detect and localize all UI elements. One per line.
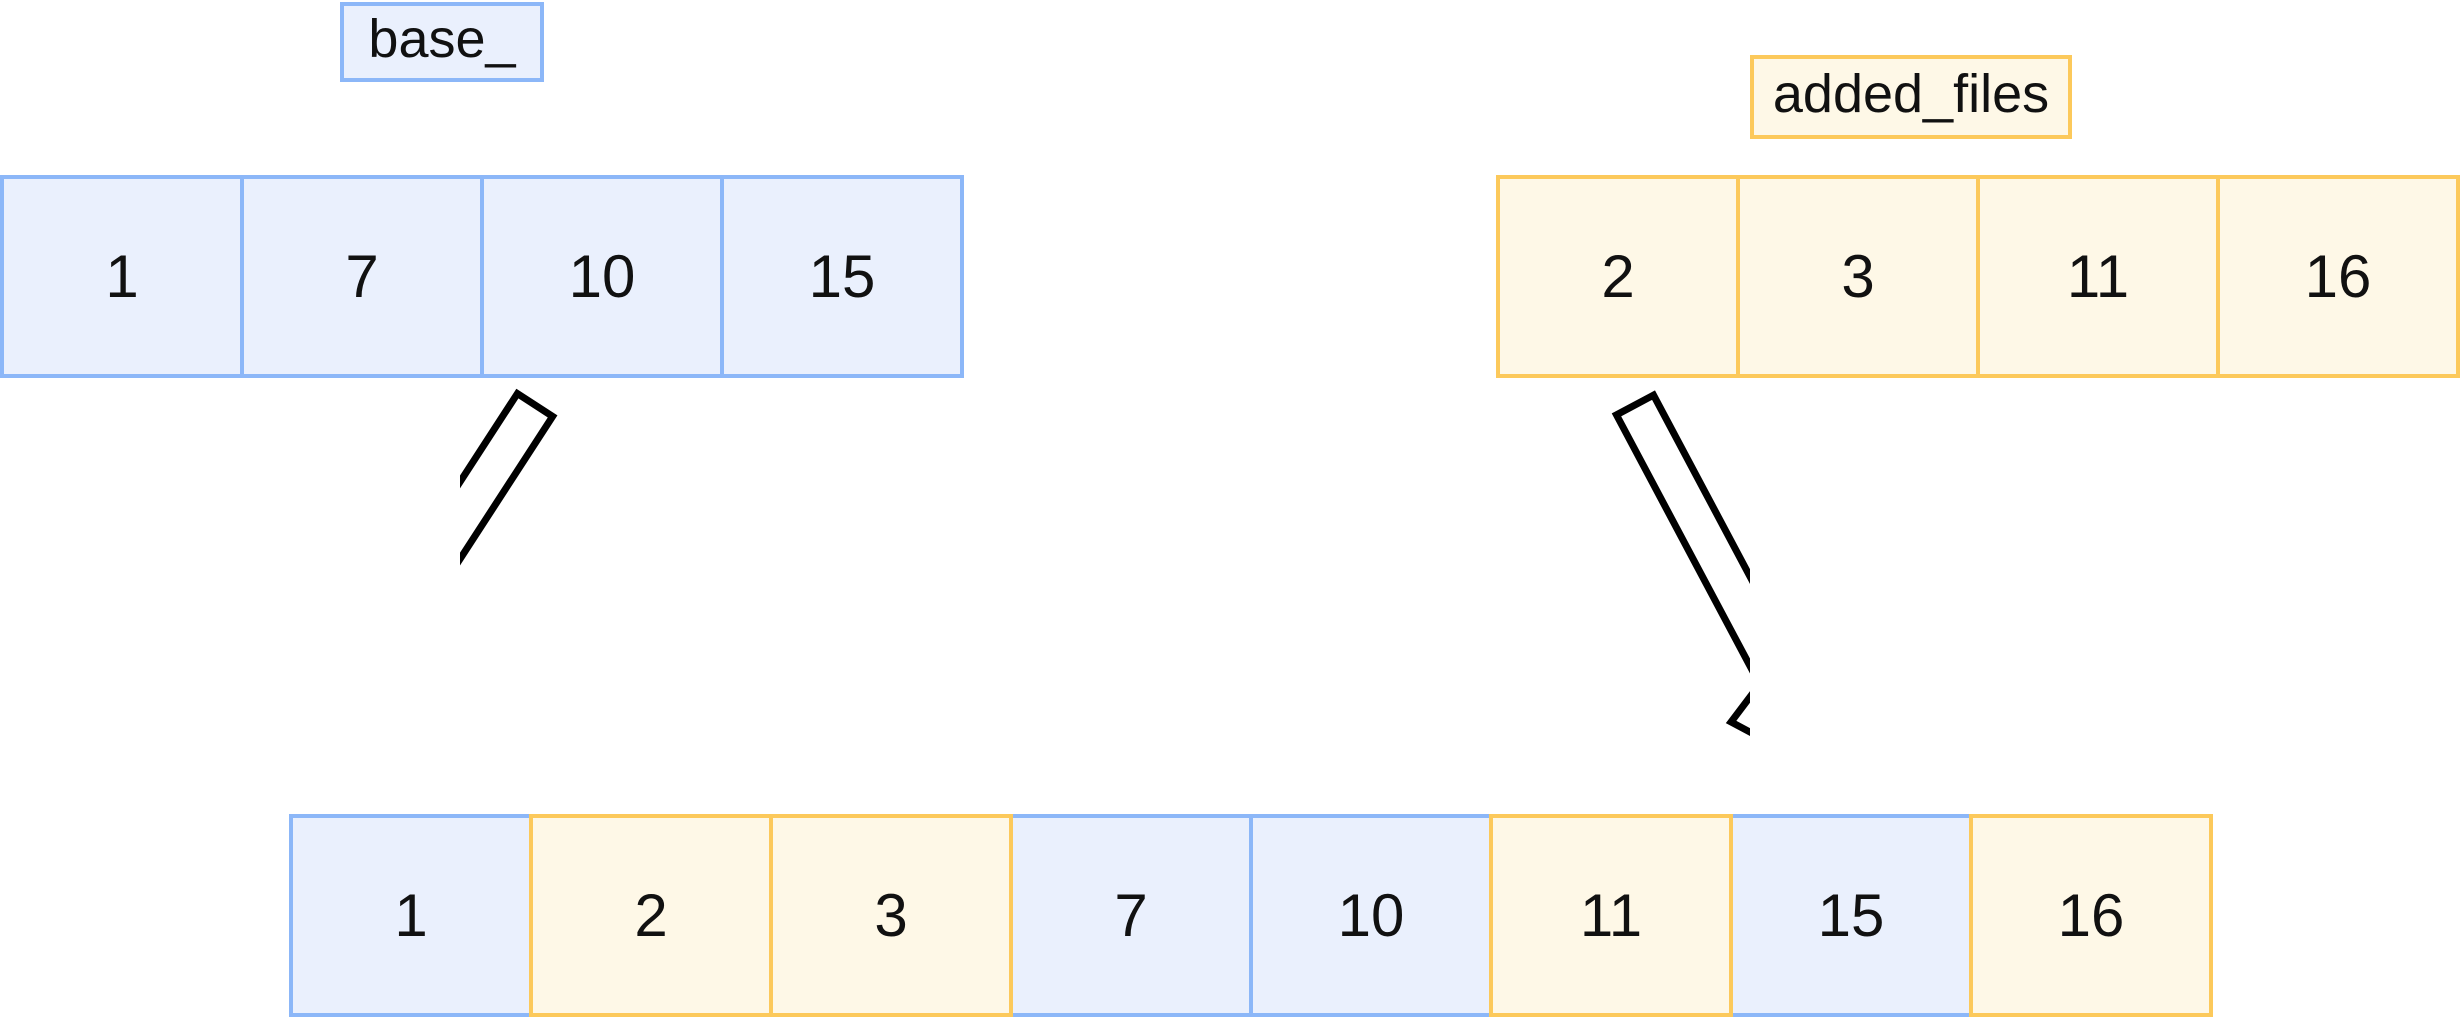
added-files-array-label: added_files — [1750, 55, 2072, 139]
array-cell: 3 — [769, 814, 1013, 1017]
array-cell: 15 — [1729, 814, 1973, 1017]
array-cell: 16 — [1969, 814, 2213, 1017]
base-array-label: base_ — [340, 2, 544, 82]
array-cell: 16 — [2216, 175, 2460, 378]
array-cell: 3 — [1736, 175, 1980, 378]
merged-array-row: 1 2 3 7 10 11 15 16 — [289, 814, 2213, 1017]
merge-arrow-down-right-icon — [460, 388, 558, 780]
array-cell: 15 — [720, 175, 964, 378]
array-cell: 10 — [480, 175, 724, 378]
array-cell: 2 — [1496, 175, 1740, 378]
array-cell: 1 — [289, 814, 533, 1017]
array-cell: 11 — [1489, 814, 1733, 1017]
array-cell: 7 — [240, 175, 484, 378]
array-cell: 10 — [1249, 814, 1493, 1017]
array-cell: 7 — [1009, 814, 1253, 1017]
array-cell: 1 — [0, 175, 244, 378]
array-cell: 11 — [1976, 175, 2220, 378]
merge-arrow-down-left-icon — [1611, 390, 1750, 782]
base-array-row: 1 7 10 15 — [0, 175, 964, 378]
added-files-array-row: 2 3 11 16 — [1496, 175, 2460, 378]
array-cell: 2 — [529, 814, 773, 1017]
